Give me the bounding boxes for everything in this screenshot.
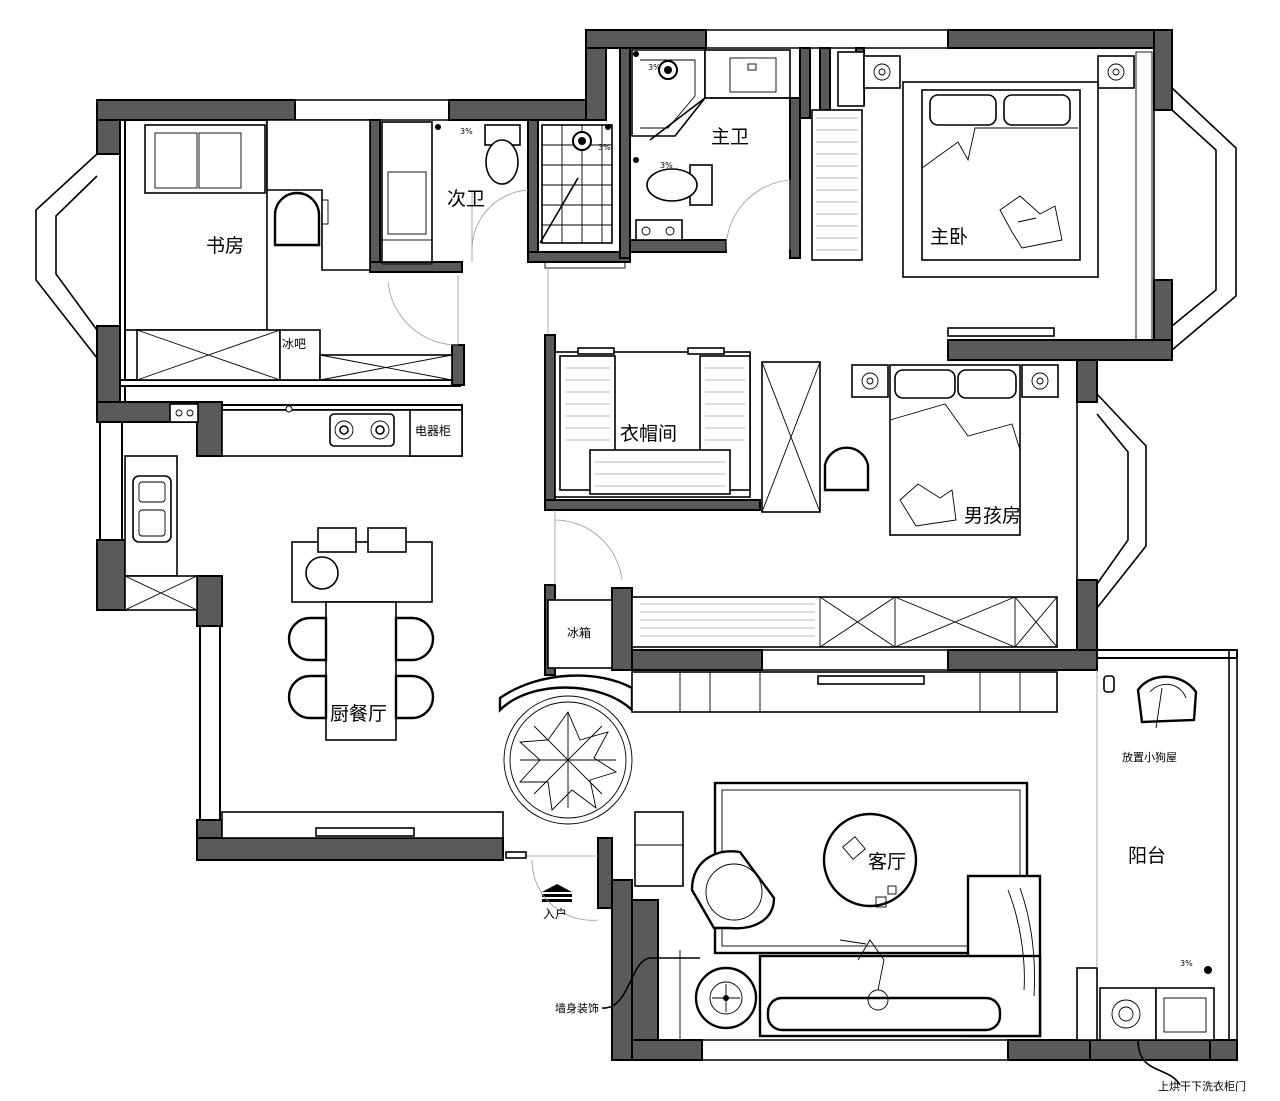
fixture-labels: 冰吧 电器柜 冰箱 [282,337,591,640]
slope-mark: 3% [460,127,473,136]
label-boys-room: 男孩房 [964,505,1021,527]
second-bathroom [381,121,626,335]
slope-mark: 3% [598,143,611,152]
wall-outline [96,29,1238,1061]
boys-room [631,361,1059,648]
dining-area [221,527,504,839]
master-bedroom [811,51,1153,341]
label-second-bath: 次卫 [447,188,485,210]
slope-mark: 3% [1180,959,1193,968]
master-bathroom [631,49,791,251]
label-wall-decor: 墙身装饰 [555,1001,599,1015]
balcony [1076,670,1215,1041]
label-dog-house: 放置小狗屋 [1122,750,1177,764]
person-figure [839,939,889,1011]
bay-windows [35,87,1237,609]
label-study: 书房 [206,235,244,257]
slope-mark: 3% [648,63,661,72]
kitchen [124,403,463,611]
room-labels: 书房 次卫 主卫 主卧 衣帽间 男孩房 厨餐厅 客厅 阳台 [206,126,1166,873]
armchair [690,850,776,930]
entry-foyer [498,599,634,921]
living-room [631,671,1058,1040]
slope-mark: 3% [660,161,673,170]
label-fridge: 冰箱 [567,625,591,640]
label-living-room: 客厅 [868,851,906,873]
label-kitchen-dining: 厨餐厅 [330,703,387,725]
label-master-bedroom: 主卧 [930,226,968,248]
dog-house-icon [1136,675,1198,729]
round-side-table [694,966,758,1030]
label-laundry-cabinet: 上烘干下洗衣柜门 [1158,1079,1246,1093]
label-ice-bar: 冰吧 [282,337,306,351]
floor-slope-marks: 3% 3% 3% 3% 3% [460,63,1193,968]
annotation-labels: 入户 墙身装饰 放置小狗屋 上烘干下洗衣柜门 [543,750,1246,1093]
study-room [124,119,459,381]
label-entrance: 入户 [543,906,567,921]
label-master-bath: 主卫 [711,126,749,148]
label-balcony: 阳台 [1128,845,1166,867]
floor-medallion [503,695,633,825]
label-closet: 衣帽间 [620,423,677,445]
leader-lines [601,957,1181,1086]
closet [554,347,751,585]
label-appliance-cabinet: 电器柜 [415,424,451,438]
entrance-arrow-icon [542,884,572,902]
